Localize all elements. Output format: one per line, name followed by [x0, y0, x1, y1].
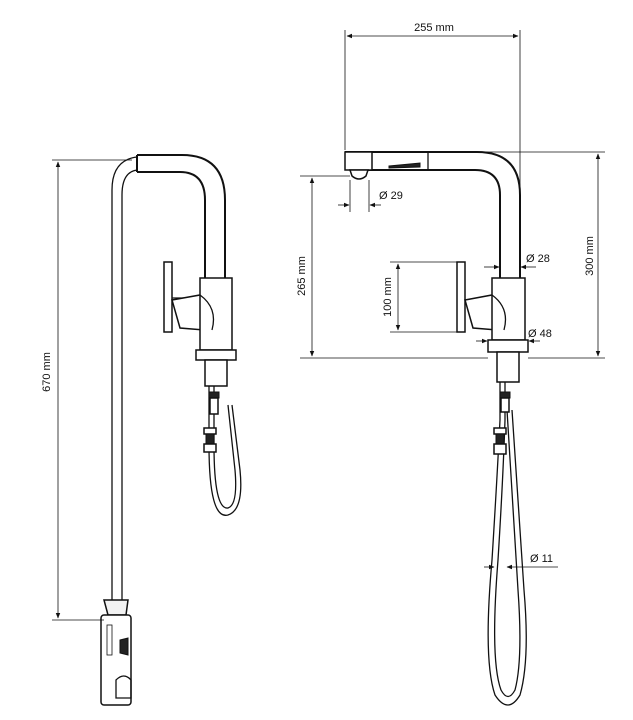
pull-out-hose-left-2 [121, 169, 138, 600]
body-curve-left [199, 294, 215, 331]
dim-29-label: Ø 29 [379, 190, 403, 202]
dim-28-label: Ø 28 [526, 253, 550, 265]
pull-out-hose-loop [487, 382, 527, 706]
hose-fitting-left-2 [203, 427, 217, 453]
spout-pipe-left-inner [137, 171, 206, 278]
faucet-body-left [199, 277, 233, 351]
dim-48-label: Ø 48 [528, 328, 552, 340]
faucet-base-right [487, 339, 529, 353]
hose-fitting-right-1 [499, 391, 511, 413]
hose-fitting-right-2 [493, 427, 507, 455]
dim-670-label: 670 mm [41, 352, 53, 392]
spout-pipe-right-inner [368, 169, 501, 278]
dim-100-label: 100 mm [382, 277, 394, 317]
side-view-standard: 255 mm 300 mm 265 mm 100 mm Ø 29 Ø 28 Ø … [296, 22, 605, 706]
shank-right [496, 351, 520, 383]
supply-hose-left [208, 386, 242, 516]
hose-fitting-left-1 [208, 391, 220, 415]
dim-300-label: 300 mm [584, 236, 596, 276]
sprayer-head-left [100, 599, 132, 706]
shank-left [204, 359, 228, 387]
body-curve-right [491, 294, 507, 331]
dim-255-label: 255 mm [414, 22, 454, 34]
side-view-pulled-out: 670 mm [41, 154, 242, 706]
dim-11-label: Ø 11 [530, 553, 553, 565]
faucet-body-right [491, 277, 526, 341]
pull-out-hose-left [111, 156, 138, 600]
supply-hose-left-b [213, 386, 237, 509]
spout-pipe-left [137, 154, 226, 278]
pull-out-hose-loop-inner [493, 382, 521, 698]
faucet-base-left [195, 349, 237, 361]
dim-265-label: 265 mm [296, 256, 308, 296]
spout-nozzle-right [344, 151, 429, 180]
